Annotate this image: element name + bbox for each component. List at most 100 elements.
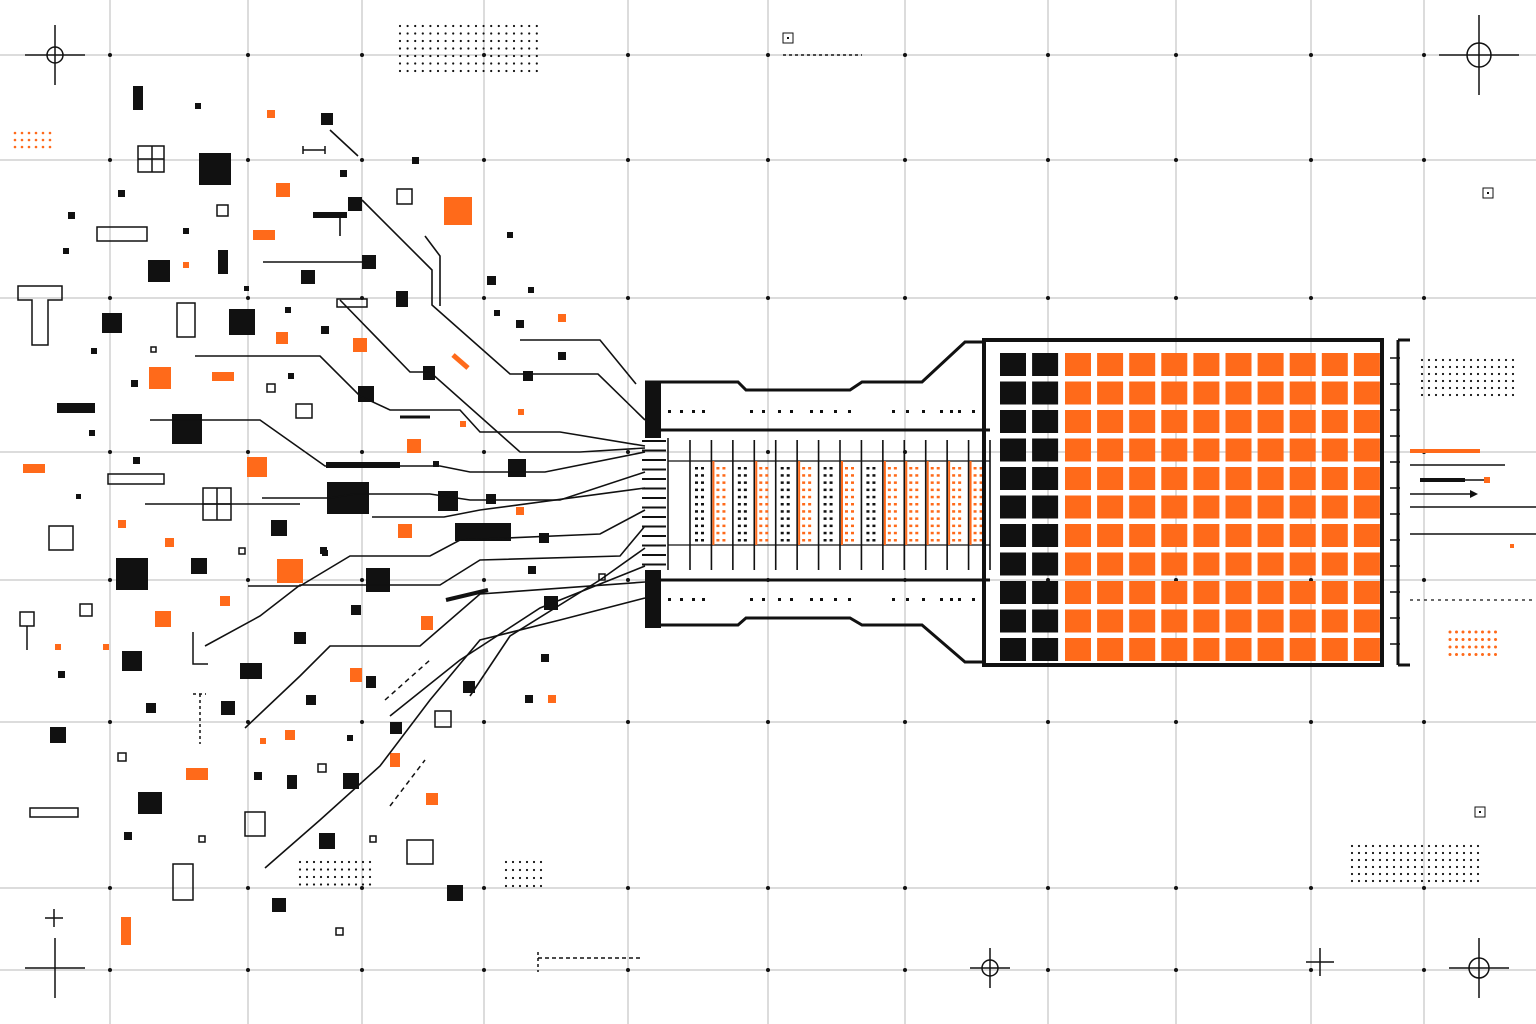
bus-data-dot [866, 510, 870, 513]
bus-data-dot [802, 495, 806, 499]
pattern-dot [421, 32, 424, 35]
chip-plate-dot [820, 598, 823, 601]
pattern-dot [467, 62, 470, 65]
matrix-cell-dark [1032, 353, 1059, 376]
bus-data-dot [909, 539, 913, 542]
matrix-cell-accent [1257, 438, 1284, 462]
pattern-dot [1476, 844, 1480, 848]
ink-square [218, 250, 228, 274]
pattern-dot [482, 32, 485, 35]
pattern-dot [504, 868, 508, 872]
bus-data-dot [973, 531, 977, 535]
accent-square [247, 457, 267, 477]
chip-plate-dot [820, 410, 823, 413]
matrix-cell-dark [1032, 552, 1059, 576]
ink-square [148, 260, 170, 282]
pattern-dot [305, 875, 309, 879]
pattern-dot [474, 54, 478, 58]
pattern-dot [326, 860, 330, 864]
bus-data-dot [780, 531, 784, 535]
grid-node-dot [1046, 886, 1050, 890]
bus-data-dot [780, 467, 784, 470]
chip-plate-dot [810, 410, 813, 413]
grid-node-dot [626, 450, 630, 454]
pattern-dot [511, 868, 515, 872]
bus-data-dot [737, 524, 741, 528]
matrix-cell-dark [1000, 552, 1026, 576]
crosshair-ring [46, 46, 64, 64]
matrix-cell-accent [1129, 552, 1156, 576]
bus-data-dot [915, 481, 919, 484]
chip-plate-dot [940, 598, 943, 601]
matrix-cell-accent [1065, 410, 1091, 433]
grid-node-dot [360, 578, 364, 582]
matrix-cell-accent [1065, 581, 1091, 604]
bus-data-dot [802, 474, 806, 477]
grid-node-dot [903, 968, 907, 972]
bus-data-dot [909, 467, 913, 470]
pattern-dot [1448, 638, 1452, 641]
matrix-cell-accent [1289, 353, 1316, 376]
matrix-cell-accent [1225, 381, 1252, 405]
bus-data-dot [936, 481, 940, 484]
matrix-cell-accent [1065, 524, 1091, 547]
matrix-cell-accent [1257, 467, 1284, 490]
bus-lane-accent-bar [926, 461, 929, 545]
pattern-dot [1469, 858, 1473, 862]
pattern-dot [490, 62, 493, 65]
pattern-dot [34, 145, 38, 149]
pattern-dot [1469, 358, 1473, 362]
pattern-dot [1385, 851, 1389, 855]
chip-pin [645, 382, 661, 438]
pattern-dot [1469, 372, 1473, 376]
pattern-dot [398, 69, 402, 73]
matrix-cell-accent [1161, 552, 1188, 576]
bus-data-dot [872, 524, 876, 528]
matrix-cell-accent [1257, 524, 1284, 547]
pattern-dot [20, 145, 24, 149]
bus-data-dot [936, 510, 940, 513]
pattern-dot [429, 69, 432, 73]
pattern-dot [429, 32, 432, 35]
pattern-dot [505, 32, 508, 35]
bus-data-dot [915, 531, 919, 535]
pattern-dot [482, 39, 485, 43]
pattern-dot [1371, 872, 1375, 876]
bus-data-dot [845, 539, 848, 542]
pattern-dot [1427, 844, 1431, 848]
pattern-dot [1511, 358, 1515, 362]
matrix-cell-accent [1097, 495, 1124, 519]
bus-data-dot [786, 488, 790, 492]
chip-plate-dot [680, 598, 683, 601]
ink-square [195, 103, 201, 109]
bus-data-dot [780, 495, 784, 499]
bus-data-dot [823, 488, 827, 492]
grid-node-dot [626, 53, 630, 57]
pattern-dot [532, 884, 536, 888]
pattern-dot [1441, 844, 1445, 848]
pattern-dot [1434, 872, 1438, 876]
matrix-cell-accent [1225, 552, 1252, 576]
accent-square [118, 520, 126, 528]
matrix-cell-accent [1161, 609, 1188, 633]
pattern-dot [414, 47, 417, 50]
pattern-dot [1427, 879, 1431, 883]
chip-top-outline [645, 340, 985, 392]
grid-node-dot [903, 886, 907, 890]
outline-square [216, 204, 229, 217]
pattern-dot [1434, 372, 1438, 376]
bus-data-dot [887, 517, 891, 520]
pattern-dot [518, 860, 522, 864]
chip-plate-dot [692, 598, 695, 601]
pattern-dot [497, 39, 500, 43]
pattern-dot [520, 62, 523, 65]
grid-node-dot [482, 296, 486, 300]
bus-data-dot [973, 517, 977, 520]
pattern-dot [1371, 844, 1375, 848]
pattern-dot [474, 47, 478, 50]
pattern-dot [1378, 844, 1382, 848]
grid-node-dot [1174, 296, 1178, 300]
pattern-dot [1455, 844, 1459, 848]
grid-node-dot [246, 158, 250, 162]
bus-data-dot [973, 495, 977, 499]
